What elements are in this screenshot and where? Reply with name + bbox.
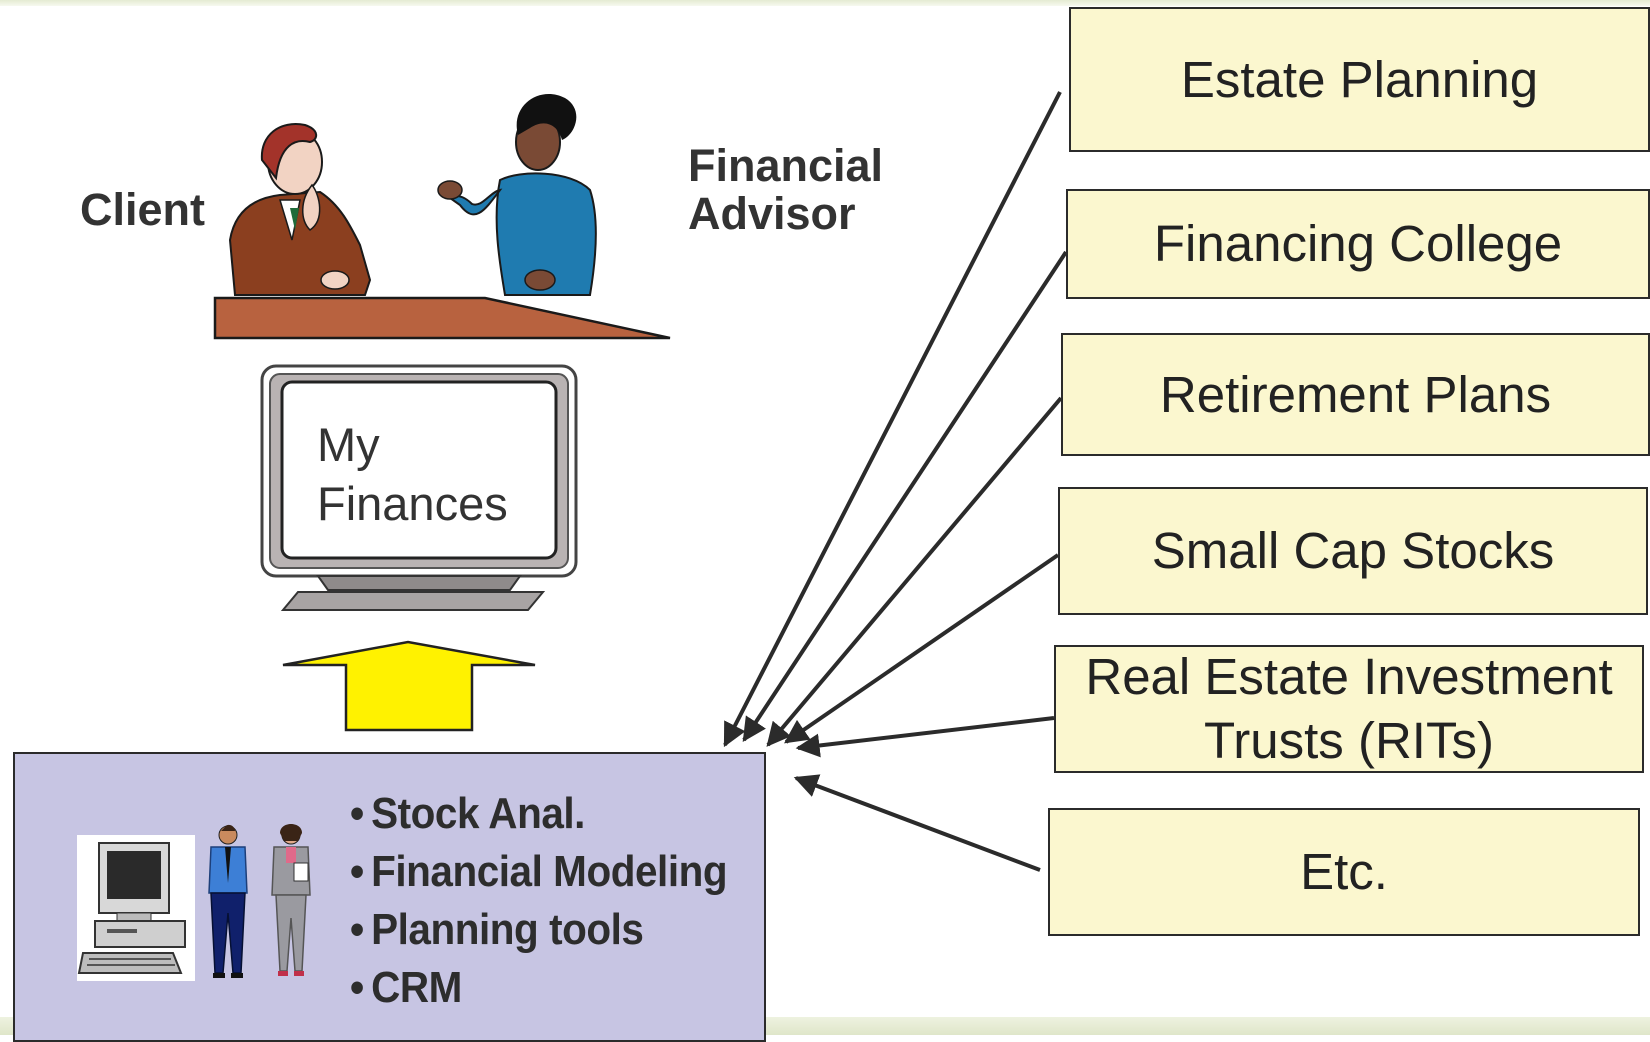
bullet: • <box>350 847 364 896</box>
tool-item-label: Stock Anal. <box>371 789 585 838</box>
arrow-reits <box>795 716 1055 758</box>
businessman-icon <box>208 824 248 978</box>
topic-label: Small Cap Stocks <box>1151 522 1555 579</box>
advisor-label-line2: Advisor <box>688 188 856 239</box>
advisor-label-line1: Financial <box>688 140 884 191</box>
topic-small-cap-stocks: Small Cap Stocks <box>1058 487 1648 615</box>
arrow-small-cap-stocks <box>784 553 1060 744</box>
bullet: • <box>350 963 364 1012</box>
client-label: Client <box>80 184 206 235</box>
topic-label: Financing College <box>1153 215 1563 272</box>
topic-estate-planning: Estate Planning <box>1069 7 1650 152</box>
businesswoman-icon <box>271 824 311 976</box>
topic-label: Estate Planning <box>1180 50 1539 108</box>
tool-item-label: CRM <box>371 963 462 1012</box>
tool-item-label: Planning tools <box>371 905 644 954</box>
bullet: • <box>350 905 364 954</box>
topic-etc: Etc. <box>1048 808 1640 936</box>
monitor-screen-text: My Finances <box>317 415 577 533</box>
monitor-icon <box>260 364 578 611</box>
tool-item-crm: •CRM <box>350 959 727 1017</box>
topic-retirement-plans: Retirement Plans <box>1061 333 1650 456</box>
topic-label-line2: Trusts (RITs) <box>1204 712 1494 769</box>
top-border <box>0 0 1650 6</box>
advisor-figure <box>437 93 597 296</box>
advisor-label: Financial Advisor <box>688 142 883 238</box>
topic-label: Etc. <box>1300 843 1388 900</box>
topic-label: Retirement Plans <box>1159 365 1552 423</box>
arrow-etc <box>793 774 1041 872</box>
arrow-retirement-plans <box>766 396 1063 747</box>
up-arrow-icon <box>282 640 536 732</box>
meeting-illustration <box>213 93 671 340</box>
tool-item-financial-modeling: •Financial Modeling <box>350 843 728 901</box>
tool-item-label: Financial Modeling <box>371 847 728 896</box>
arrow-financing-college <box>742 250 1068 743</box>
monitor-line2: Finances <box>317 477 508 530</box>
topic-financing-college: Financing College <box>1066 189 1650 299</box>
client-figure <box>228 123 372 296</box>
computer-icon <box>77 835 195 981</box>
tool-item-planning-tools: •Planning tools <box>350 901 727 959</box>
arrow-estate-planning <box>723 91 1062 748</box>
desk <box>213 296 671 340</box>
topic-reits: Real Estate Investment Trusts (RITs) <box>1054 645 1644 773</box>
bullet: • <box>350 789 364 838</box>
tool-list: •Stock Anal. •Financial Modeling •Planni… <box>350 785 760 1017</box>
topic-label-line1: Real Estate Investment <box>1085 648 1613 705</box>
tool-item-stock-anal: •Stock Anal. <box>350 785 727 843</box>
monitor-line1: My <box>317 418 380 471</box>
